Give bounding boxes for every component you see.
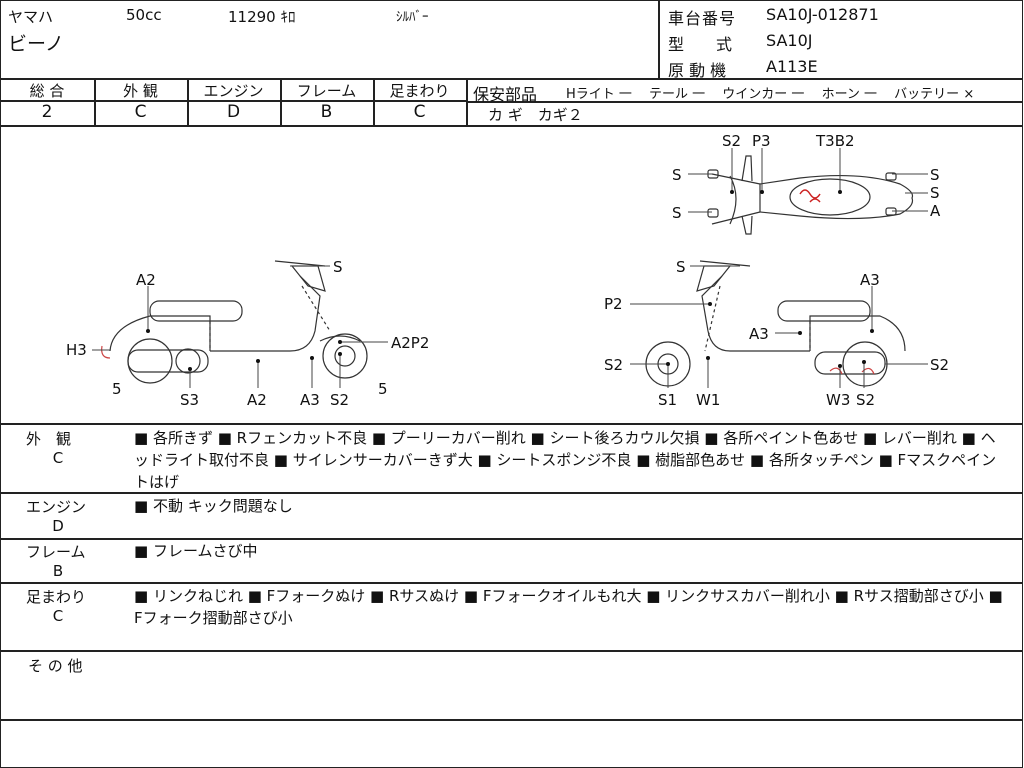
section-text-suspension: ■ リンクねじれ ■ Fフォークぬけ ■ Rサスぬけ ■ Fフォークオイルもれ大…	[134, 587, 1003, 627]
diagram-label: P3	[752, 132, 771, 150]
safety-mid-rule	[467, 101, 1022, 103]
keys-info: カ ギ カギ２	[488, 106, 583, 124]
section-label-engine: エンジン	[26, 498, 87, 516]
diagram-label: S1	[658, 391, 677, 409]
diagram-label: S2	[722, 132, 741, 150]
section-rule	[0, 492, 1022, 494]
damage-dots	[146, 190, 874, 371]
grade-value-suspension: C	[413, 102, 426, 122]
grade-col-divider	[466, 78, 468, 125]
scooter-damage-diagram: S2 P3 T3B2 S S S S A S A2 H3 5 S3 A2 A3 …	[66, 132, 949, 409]
diagram-label: 5	[378, 380, 388, 398]
grade-value-overall: 2	[41, 102, 53, 122]
diagram-label: A2	[136, 271, 156, 289]
section-grade-exterior: C	[52, 449, 64, 467]
color: ｼﾙﾊﾞｰ	[396, 10, 429, 25]
model-name: ビーノ	[8, 33, 64, 55]
diagram-label: S	[930, 166, 940, 184]
section-rule	[0, 538, 1022, 540]
section-label-other: そ の 他	[28, 657, 83, 675]
section-rule	[0, 582, 1022, 584]
diagram-label: A2	[247, 391, 267, 409]
diagram-label: A3	[860, 271, 880, 289]
section-rule	[0, 719, 1022, 721]
grade-header-overall: 総 合	[29, 82, 65, 100]
scooter-left-view	[101, 260, 368, 384]
safety-items: Hライト 一 テール 一 ウインカー 一 ホーン 一 バッテリー ×	[566, 87, 975, 102]
diagram-label: S2	[604, 356, 623, 374]
section-text-engine: ■ 不動 キック問題なし	[134, 497, 293, 515]
engine-value: A113E	[766, 57, 818, 76]
header-bottom-rule	[0, 78, 1022, 80]
section-text-frame: ■ フレームさび中	[134, 542, 258, 560]
diagram-label: W1	[696, 391, 720, 409]
section-grade-engine: D	[52, 517, 64, 535]
grade-col-divider	[280, 78, 282, 125]
diagram-label: S2	[856, 391, 875, 409]
diagram-label: S3	[180, 391, 199, 409]
diagram-label: W3	[826, 391, 850, 409]
diagram-label: S	[672, 166, 682, 184]
diagram-label: T3B2	[815, 132, 855, 150]
section-grade-suspension: C	[52, 607, 64, 625]
type-value: SA10J	[766, 31, 813, 50]
grade-value-exterior: C	[134, 102, 147, 122]
grade-bottom-rule	[0, 125, 1022, 127]
grade-value-engine: D	[226, 102, 241, 122]
diagram-label: A3	[749, 325, 769, 343]
diagram-label: S	[333, 258, 343, 276]
header-divider	[658, 0, 660, 78]
section-label-suspension: 足まわり	[26, 588, 87, 606]
grade-value-frame: B	[320, 102, 333, 122]
frame-no-label: 車台番号	[668, 9, 737, 28]
displacement: 50cc	[126, 6, 162, 24]
diagram-label: S2	[930, 356, 949, 374]
diagram-label: A	[930, 202, 941, 220]
grade-header-exterior: 外 観	[123, 82, 158, 100]
section-label-exterior: 外 観	[26, 430, 72, 448]
grade-mid-rule	[0, 100, 467, 102]
section-label-frame: フレーム	[26, 543, 86, 561]
engine-label: 原 動 機	[668, 61, 727, 80]
section-rule	[0, 650, 1022, 652]
grade-header-frame: フレーム	[296, 82, 357, 100]
diagram-label: P2	[604, 295, 623, 313]
diagram-label: A3	[300, 391, 320, 409]
diagram-label: S	[672, 204, 682, 222]
diagram-label: S	[930, 184, 940, 202]
mileage: 11290 ｷﾛ	[228, 8, 296, 26]
grade-col-divider	[373, 78, 375, 125]
diagram-label: S2	[330, 391, 349, 409]
maker: ヤマハ	[8, 8, 54, 26]
damage-marks-red	[799, 189, 821, 203]
section-text-exterior: ■ 各所きず ■ Rフェンカット不良 ■ プーリーカバー削れ ■ シート後ろカウ…	[134, 429, 997, 491]
grade-col-divider	[187, 78, 189, 125]
diagram-label: H3	[66, 341, 87, 359]
diagram-label: 5	[112, 380, 122, 398]
frame-no: SA10J-012871	[766, 5, 879, 24]
section-grade-frame: B	[52, 562, 64, 580]
grade-header-engine: エンジン	[203, 82, 264, 100]
grade-header-suspension: 足まわり	[389, 82, 450, 100]
diagram-label: S	[676, 258, 686, 276]
grade-col-divider	[94, 78, 96, 125]
diagram-label: A2P2	[391, 334, 429, 352]
type-label: 型 式	[668, 35, 733, 54]
safety-label: 保安部品	[473, 85, 538, 104]
diagram-bottom-rule	[0, 423, 1022, 425]
